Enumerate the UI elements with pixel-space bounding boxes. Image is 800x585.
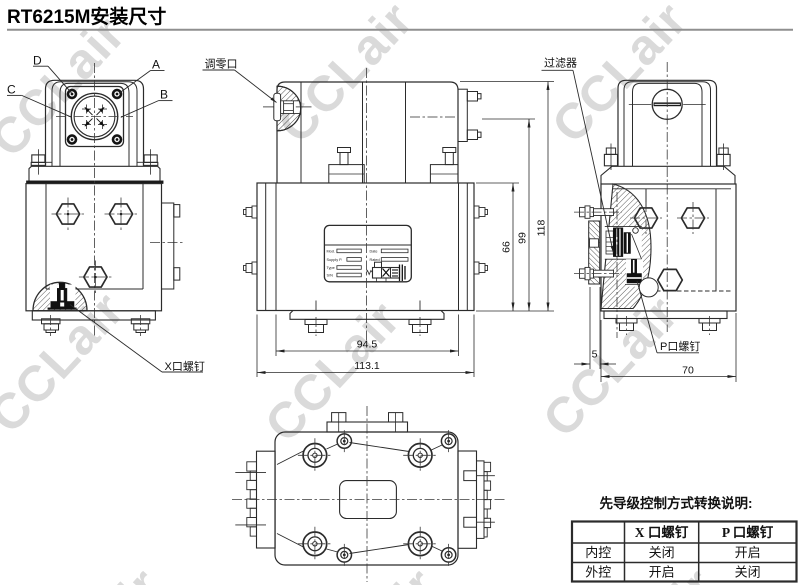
svg-text:开启: 开启 (735, 545, 761, 560)
svg-text:开启: 开启 (649, 565, 675, 580)
svg-text:D: D (33, 54, 42, 68)
svg-text:70: 70 (682, 365, 694, 377)
svg-text:C: C (7, 83, 16, 97)
svg-text:99: 99 (517, 232, 529, 244)
svg-text:先导级控制方式转换说明:: 先导级控制方式转换说明: (600, 495, 753, 511)
svg-text:B: B (160, 88, 168, 102)
svg-text:RT6215M安装尺寸: RT6215M安装尺寸 (7, 5, 166, 28)
svg-text:118: 118 (536, 219, 548, 236)
svg-text:关闭: 关闭 (735, 565, 761, 580)
svg-text:关闭: 关闭 (649, 545, 675, 560)
svg-text:X 口螺钉: X 口螺钉 (635, 524, 689, 540)
svg-text:66: 66 (501, 241, 513, 253)
svg-text:Date: Date (370, 249, 378, 253)
svg-text:5: 5 (592, 349, 598, 361)
svg-text:内控: 内控 (585, 545, 611, 560)
svg-text:P 口螺钉: P 口螺钉 (722, 524, 774, 540)
svg-text:Supply P.: Supply P. (327, 258, 343, 262)
svg-text:Rated: Rated (370, 258, 380, 262)
svg-text:P口螺钉: P口螺钉 (660, 340, 700, 353)
svg-text:外控: 外控 (585, 565, 611, 580)
svg-text:94.5: 94.5 (357, 339, 378, 351)
svg-text:X口螺钉: X口螺钉 (165, 360, 205, 373)
svg-text:Type: Type (327, 266, 335, 270)
svg-text:Mod.: Mod. (327, 249, 335, 253)
svg-text:S/N: S/N (327, 273, 334, 277)
svg-text:过滤器: 过滤器 (544, 57, 577, 70)
svg-text:调零口: 调零口 (205, 58, 238, 71)
svg-text:A: A (152, 58, 160, 72)
svg-text:113.1: 113.1 (354, 360, 380, 372)
